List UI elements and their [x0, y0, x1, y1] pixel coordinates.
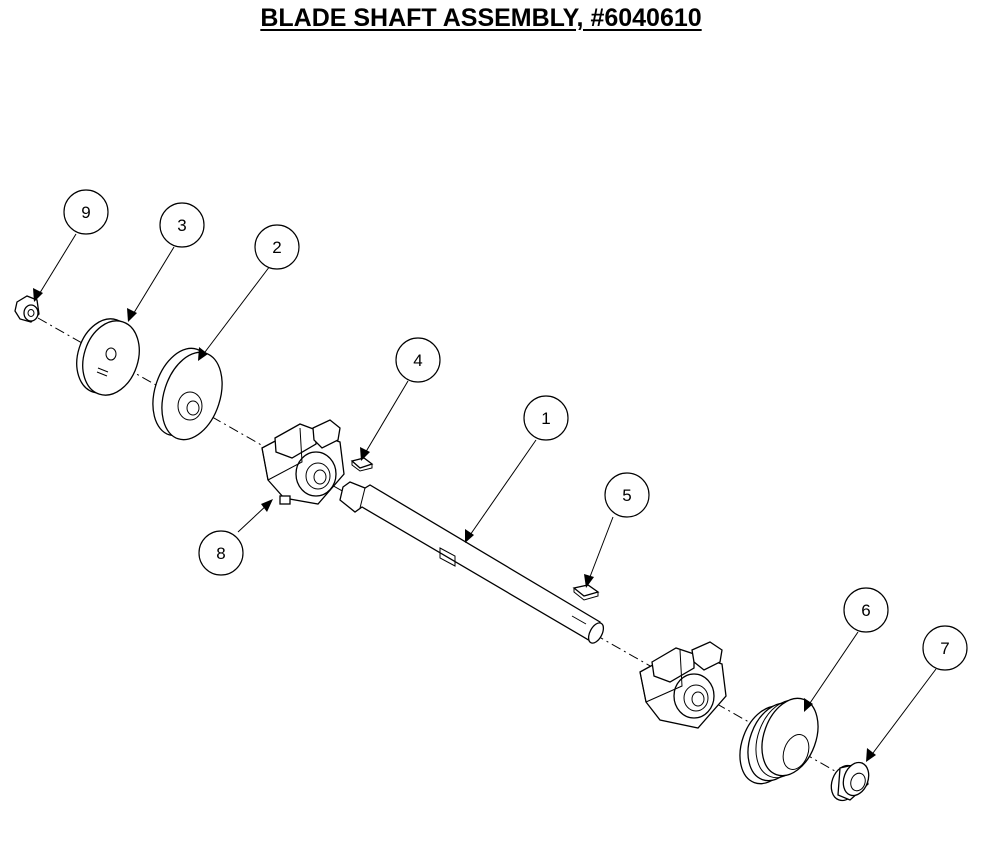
callout-5: 5 [604, 472, 650, 518]
diagram-title: BLADE SHAFT ASSEMBLY, #6040610 [260, 4, 702, 32]
part-nut [14, 295, 40, 323]
callout-4: 4 [395, 337, 441, 383]
callout-8-label: 8 [216, 544, 225, 563]
part-taper-bushing [830, 761, 870, 802]
callout-1-label: 1 [541, 409, 550, 428]
callout-4-label: 4 [413, 351, 422, 370]
part-pillow-block-right [639, 641, 727, 729]
callout-7-label: 7 [940, 639, 949, 658]
callout-3: 3 [159, 202, 205, 248]
part-pillow-block-left [261, 419, 345, 505]
part-blade-flange [152, 347, 223, 441]
part-shaft [339, 481, 605, 644]
callout-2: 2 [254, 224, 300, 270]
callout-2-label: 2 [272, 238, 281, 257]
callout-3-label: 3 [177, 216, 186, 235]
callout-1: 1 [523, 395, 569, 441]
callout-9: 9 [63, 189, 109, 235]
callout-9-label: 9 [81, 203, 90, 222]
part-outer-washer [76, 318, 140, 396]
callout-7: 7 [922, 625, 968, 671]
part-key-5 [572, 584, 600, 601]
part-key-4 [350, 457, 374, 472]
callout-leaders [33, 233, 937, 762]
callout-6: 6 [843, 587, 889, 633]
callout-8: 8 [198, 530, 244, 576]
callout-5-label: 5 [622, 486, 631, 505]
part-pulley [739, 697, 819, 785]
callout-6-label: 6 [861, 601, 870, 620]
